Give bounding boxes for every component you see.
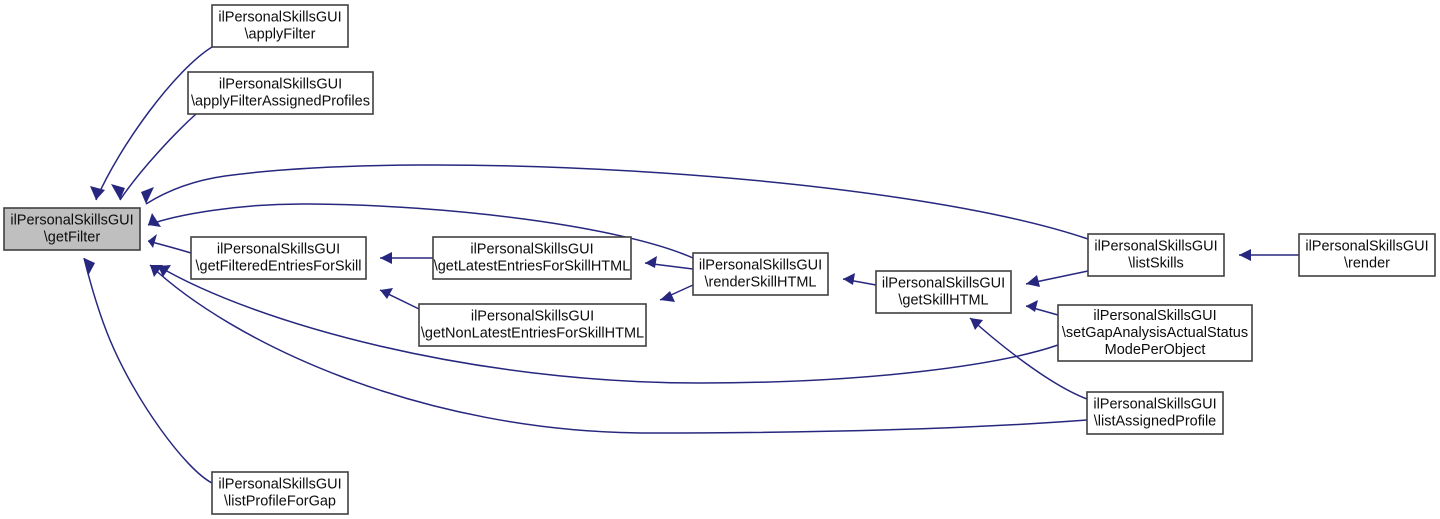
edge-renderSkillHTML-to-getLatestEntriesForSkillHTML [644, 256, 694, 270]
edge-getNonLatestEntriesForSkillHTML-to-getFilteredEntriesForSkill [379, 288, 420, 310]
node-label-line1: ilPersonalSkillsGUI [217, 241, 340, 257]
node-label-line2: \getNonLatestEntriesForSkillHTML [421, 325, 644, 341]
node-getSkillHTML[interactable]: ilPersonalSkillsGUI\getSkillHTML [875, 270, 1012, 314]
node-listSkills[interactable]: ilPersonalSkillsGUI\listSkills [1087, 233, 1225, 277]
edge-line [95, 46, 213, 201]
edge-line [147, 203, 694, 259]
node-rect[interactable] [1057, 304, 1253, 362]
edge-listAssignedProfile-to-getSkillHTML [969, 317, 1088, 400]
edge-setGapAnalysisActualStatusModePerObject-to-getFilter [157, 265, 1059, 384]
edge-listProfileForGap-to-getFilter [83, 257, 213, 484]
node-label-line1: ilPersonalSkillsGUI [1094, 238, 1217, 254]
arrowhead-icon [380, 252, 392, 264]
edge-line [145, 164, 1089, 240]
node-rect[interactable] [190, 236, 367, 280]
node-label-line2: \listProfileForGap [224, 493, 336, 509]
node-rect[interactable] [418, 303, 647, 347]
arrowhead-icon [970, 318, 983, 330]
arrowhead-icon [158, 265, 171, 277]
edge-getFilteredEntriesForSkill-to-getFilter [147, 234, 192, 254]
edge-getSkillHTML-to-renderSkillHTML [842, 273, 877, 286]
node-label-line2: \getFilter [44, 229, 101, 245]
node-getNonLatestEntriesForSkillHTML[interactable]: ilPersonalSkillsGUI\getNonLatestEntriesF… [418, 303, 647, 347]
node-label-line2: \setGapAnalysisActualStatus [1062, 325, 1248, 341]
arrowhead-icon [148, 213, 161, 227]
edge-listAssignedProfile-to-getFilter [149, 264, 1088, 434]
arrowhead-icon [660, 291, 675, 302]
arrowhead-icon [380, 288, 393, 299]
node-label-line1: ilPersonalSkillsGUI [882, 275, 1005, 291]
node-setGapAnalysisActualStatusModePerObject[interactable]: ilPersonalSkillsGUI\setGapAnalysisActual… [1057, 304, 1253, 362]
node-rect[interactable] [211, 471, 349, 515]
node-rect[interactable] [432, 236, 632, 280]
node-label-line1: ilPersonalSkillsGUI [1093, 396, 1216, 412]
node-getFilteredEntriesForSkill[interactable]: ilPersonalSkillsGUI\getFilteredEntriesFo… [190, 236, 367, 280]
node-label-line1: ilPersonalSkillsGUI [218, 9, 341, 25]
node-label-line2: \getFilteredEntriesForSkill [196, 258, 362, 274]
edge-listSkills-to-getFilter [141, 164, 1089, 240]
node-rect[interactable] [211, 4, 349, 48]
node-label-line1: ilPersonalSkillsGUI [1093, 308, 1216, 324]
edge-line [149, 264, 1088, 434]
node-render[interactable]: ilPersonalSkillsGUI\render [1298, 233, 1436, 277]
node-label-line1: ilPersonalSkillsGUI [699, 257, 822, 273]
node-label-line2: \render [1344, 255, 1390, 271]
arrowhead-icon [90, 186, 105, 200]
edge-line [157, 265, 1059, 384]
edge-getLatestEntriesForSkillHTML-to-getFilteredEntriesForSkill [380, 252, 433, 264]
node-rect[interactable] [692, 252, 829, 296]
node-rect[interactable] [1086, 391, 1224, 435]
node-label-line2: \applyFilterAssignedProfiles [191, 93, 370, 109]
edges-layer [83, 46, 1299, 484]
node-label-line2: \listAssignedProfile [1094, 413, 1217, 429]
edge-setGapAnalysisActualStatusModePerObject-to-getSkillHTML [1025, 300, 1059, 316]
node-label-line1: ilPersonalSkillsGUI [1305, 238, 1428, 254]
node-label-line2: \getSkillHTML [898, 292, 988, 308]
edge-listSkills-to-getSkillHTML [1025, 270, 1089, 287]
arrowhead-icon [843, 273, 855, 285]
edge-line [969, 317, 1088, 400]
node-renderSkillHTML[interactable]: ilPersonalSkillsGUI\renderSkillHTML [692, 252, 829, 296]
edge-applyFilter-to-getFilter [90, 46, 213, 201]
node-label-line1: ilPersonalSkillsGUI [218, 476, 341, 492]
node-label-line2: \renderSkillHTML [705, 274, 817, 290]
node-label-line1: ilPersonalSkillsGUI [10, 212, 133, 228]
node-listAssignedProfile[interactable]: ilPersonalSkillsGUI\listAssignedProfile [1086, 391, 1224, 435]
node-label-line1: ilPersonalSkillsGUI [470, 241, 593, 257]
arrowhead-icon [1239, 249, 1251, 261]
edge-renderSkillHTML-to-getNonLatestEntriesForSkillHTML [659, 284, 694, 302]
nodes-layer: ilPersonalSkillsGUI\getFilterilPersonalS… [3, 4, 1436, 515]
node-label-line2: \getLatestEntriesForSkillHTML [434, 258, 631, 274]
node-rect[interactable] [1087, 233, 1225, 277]
node-label-line2: \listSkills [1128, 255, 1184, 271]
edge-line [119, 113, 197, 201]
node-label-line1: ilPersonalSkillsGUI [471, 308, 594, 324]
node-applyFilterAssignedProfiles[interactable]: ilPersonalSkillsGUI\applyFilterAssignedP… [187, 71, 374, 115]
edge-render-to-listSkills [1239, 249, 1299, 261]
arrowhead-icon [111, 184, 125, 200]
arrowhead-icon [148, 234, 157, 248]
edge-renderSkillHTML-to-getFilter [147, 203, 694, 259]
node-rect[interactable] [1298, 233, 1436, 277]
node-label-line1: ilPersonalSkillsGUI [219, 76, 342, 92]
node-rect[interactable] [187, 71, 374, 115]
arrowhead-icon [150, 265, 163, 277]
node-applyFilter[interactable]: ilPersonalSkillsGUI\applyFilter [211, 4, 349, 48]
node-listProfileForGap[interactable]: ilPersonalSkillsGUI\listProfileForGap [211, 471, 349, 515]
node-label-line3: ModePerObject [1105, 342, 1206, 358]
arrowhead-icon [645, 256, 657, 268]
node-getLatestEntriesForSkillHTML[interactable]: ilPersonalSkillsGUI\getLatestEntriesForS… [432, 236, 632, 280]
edge-applyFilterAssignedProfiles-to-getFilter [111, 113, 197, 201]
node-rect[interactable] [875, 270, 1012, 314]
arrowhead-icon [84, 258, 95, 276]
arrowhead-icon [1026, 300, 1038, 312]
arrowhead-icon [1026, 275, 1040, 287]
arrowhead-icon [141, 187, 154, 204]
node-getFilter[interactable]: ilPersonalSkillsGUI\getFilter [3, 207, 141, 251]
edge-line [83, 257, 213, 484]
node-label-line2: \applyFilter [245, 26, 316, 42]
node-rect[interactable] [3, 207, 141, 251]
